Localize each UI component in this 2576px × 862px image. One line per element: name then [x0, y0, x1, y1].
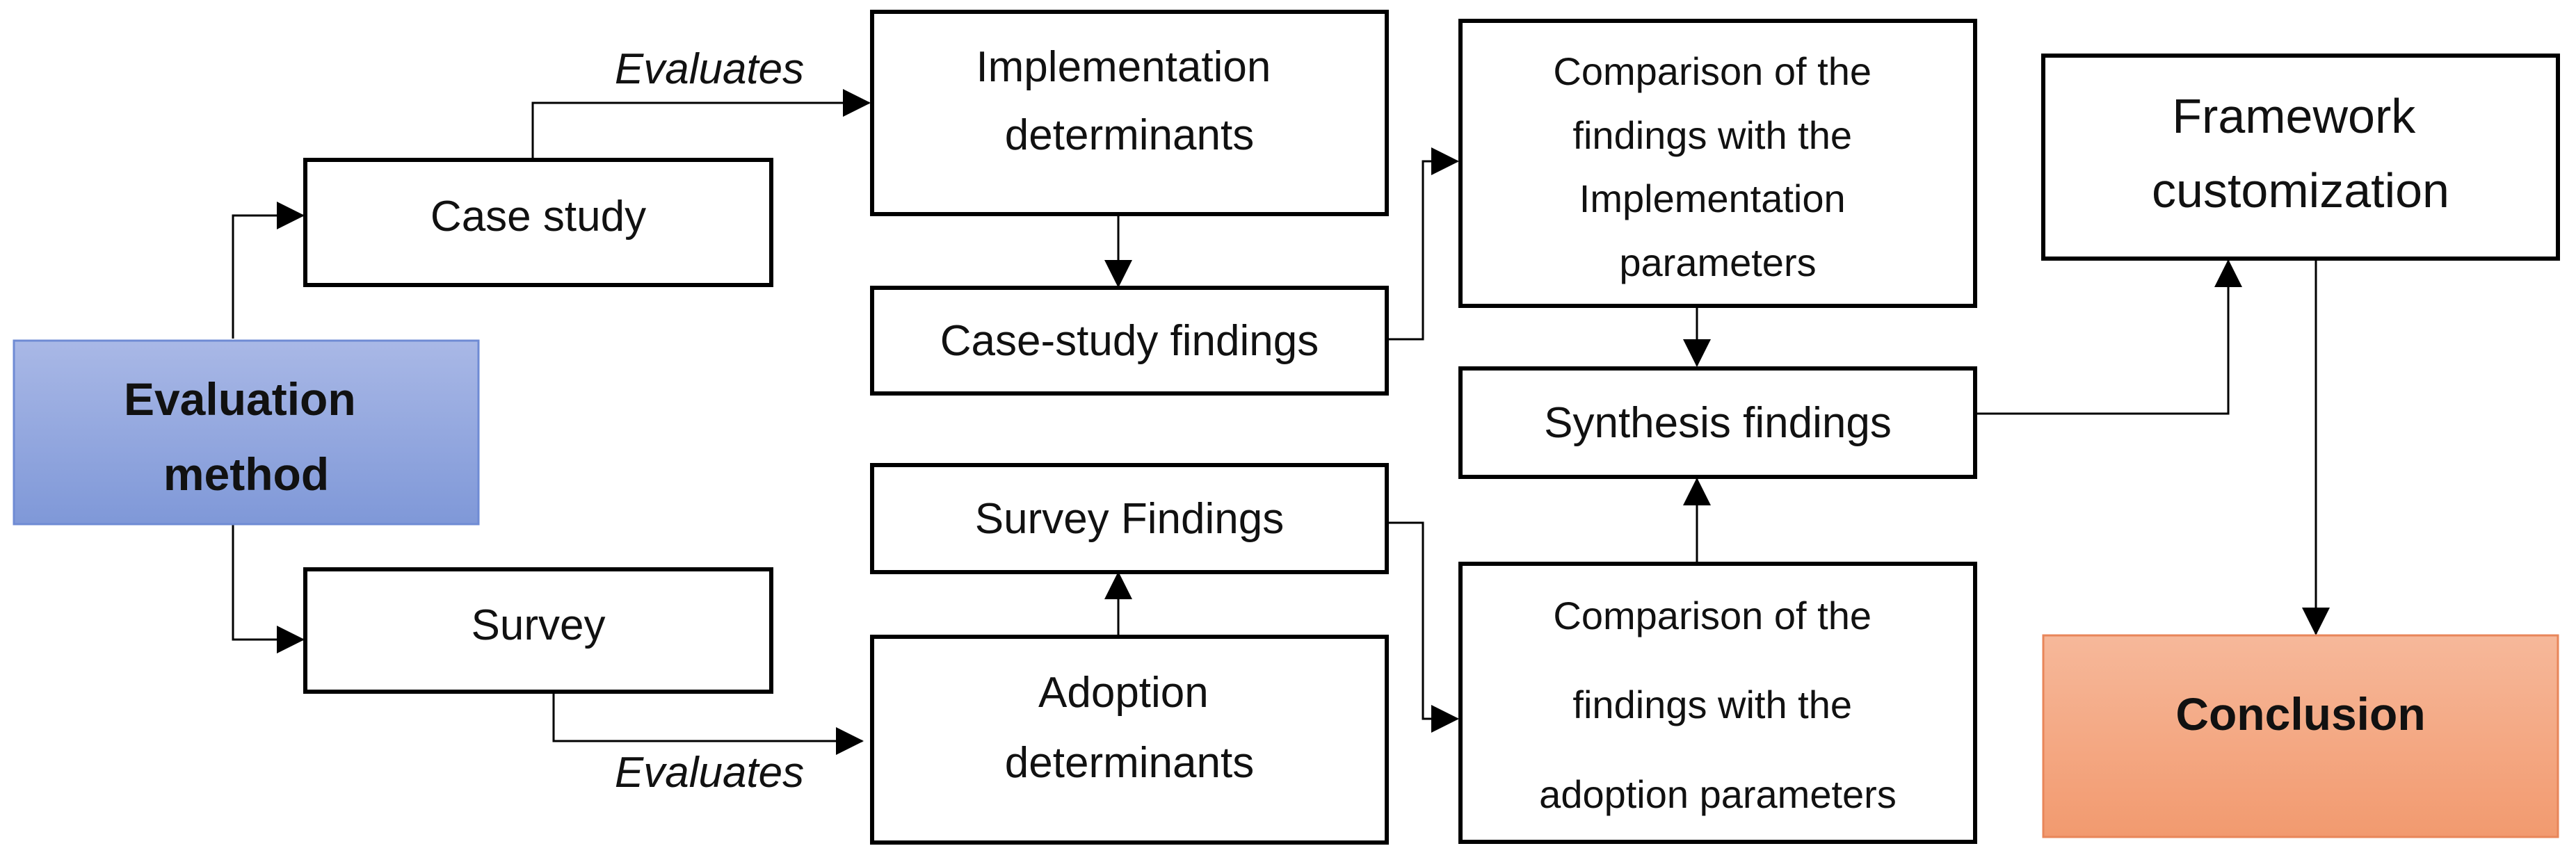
edges: [232, 89, 2330, 755]
node-survey: Survey: [303, 567, 773, 694]
node-case-study-label: Case study: [430, 193, 646, 241]
node-framework-customization-line: Framework: [2172, 89, 2416, 143]
node-implementation-determinants-line: Implementation: [976, 43, 1271, 91]
node-comparison-implementation-label: Comparison of the findings with the Impl…: [1553, 49, 1882, 284]
edge-evaluation-to-case-study: [232, 202, 305, 339]
node-implementation-determinants-line: determinants: [1005, 111, 1254, 159]
node-comparison-adoption-line: findings with the: [1572, 683, 1852, 726]
node-adoption-determinants-line: determinants: [1005, 739, 1254, 787]
node-evaluation-method-line: method: [163, 448, 329, 500]
node-evaluation-method-line: Evaluation: [124, 373, 356, 425]
node-case-study-findings: Case-study findings: [870, 286, 1389, 396]
node-comparison-implementation: Comparison of the findings with the Impl…: [1458, 19, 1977, 308]
edge-synthesis-to-framework: [1977, 259, 2242, 415]
node-survey-label: Survey: [472, 601, 606, 649]
edge-survey-to-adoption: [552, 692, 864, 755]
edge-label-evaluates-top: Evaluates: [615, 45, 804, 93]
node-evaluation-method-label: Evaluation method: [124, 373, 369, 500]
node-comparison-adoption-label: Comparison of the findings with the adop…: [1539, 594, 1897, 816]
node-implementation-determinants: Implementation determinants: [870, 10, 1389, 216]
edge-survey-findings-to-comparison-adoption: [1387, 521, 1459, 733]
node-framework-customization-line: customization: [2152, 163, 2449, 218]
node-comparison-implementation-line: Comparison of the: [1553, 49, 1871, 93]
node-adoption-determinants: Adoption determinants: [870, 635, 1389, 845]
node-conclusion-label: Conclusion: [2175, 688, 2425, 740]
node-adoption-determinants-label: Adoption determinants: [1005, 669, 1254, 787]
node-case-study-findings-label: Case-study findings: [940, 317, 1319, 365]
node-implementation-determinants-label: Implementation determinants: [976, 43, 1282, 159]
node-comparison-implementation-line: Implementation: [1579, 177, 1846, 220]
node-comparison-adoption: Comparison of the findings with the adop…: [1458, 562, 1977, 844]
node-framework-customization-label: Framework customization: [2152, 89, 2449, 218]
node-comparison-implementation-line: findings with the: [1572, 113, 1852, 157]
node-synthesis-findings: Synthesis findings: [1458, 366, 1977, 479]
node-adoption-determinants-line: Adoption: [1038, 669, 1209, 717]
node-comparison-adoption-line: Comparison of the: [1553, 594, 1871, 637]
node-comparison-implementation-line: parameters: [1619, 241, 1816, 284]
node-survey-findings: Survey Findings: [870, 463, 1389, 574]
node-comparison-adoption-line: adoption parameters: [1539, 772, 1897, 816]
node-synthesis-findings-label: Synthesis findings: [1544, 399, 1892, 447]
edge-evaluation-to-survey: [232, 524, 305, 653]
edge-case-study-to-implementation: [531, 89, 871, 159]
edge-case-study-findings-to-comparison-implementation: [1387, 147, 1459, 341]
node-survey-findings-label: Survey Findings: [975, 495, 1285, 543]
node-evaluation-method: Evaluation method: [13, 339, 480, 526]
node-framework-customization: Framework customization: [2041, 54, 2560, 261]
edge-label-evaluates-bottom: Evaluates: [615, 749, 804, 797]
node-conclusion: Conclusion: [2042, 634, 2559, 838]
node-case-study: Case study: [303, 158, 773, 287]
